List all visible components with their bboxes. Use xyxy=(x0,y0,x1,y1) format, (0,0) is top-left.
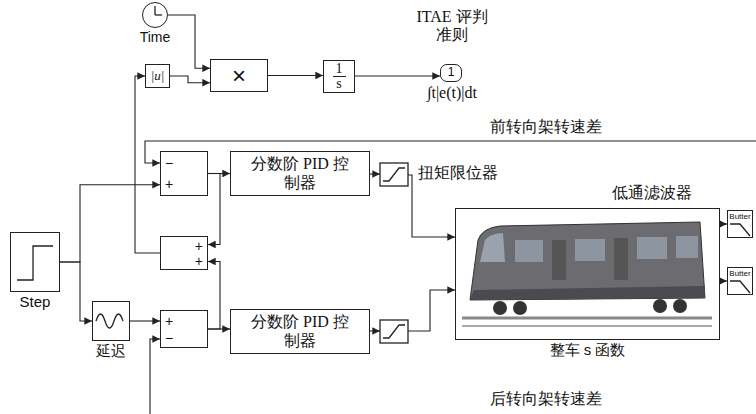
saturation-block xyxy=(380,320,408,343)
signal-wire xyxy=(355,75,440,76)
signal-wire xyxy=(135,76,160,253)
product-block: × xyxy=(210,59,268,92)
node-text: + xyxy=(195,254,203,268)
node-text: Step xyxy=(20,293,51,310)
signal-wire xyxy=(168,15,210,68)
feedback-wire xyxy=(145,141,756,163)
clock-hand xyxy=(155,14,162,15)
delay-block: 延迟 xyxy=(92,301,130,341)
annotation-label: 扭矩限位器 xyxy=(418,164,498,182)
signal-wire xyxy=(60,262,92,321)
annotation-label: ITAE 评判准则 xyxy=(412,8,492,45)
saturation-symbol xyxy=(383,325,405,338)
annotation-label: 后转向架转速差 xyxy=(490,390,602,408)
sum-block: +− xyxy=(160,310,208,348)
clock-source: Time xyxy=(142,2,168,28)
node-text: 延迟 xyxy=(96,342,126,359)
annotation-label: 前转向架转速差 xyxy=(490,118,602,136)
feedback-wire xyxy=(150,339,160,414)
node-text: Butter xyxy=(729,212,750,221)
sum-block: −+ xyxy=(160,151,208,196)
node-text: 1 xyxy=(333,62,346,77)
node-text: Butter xyxy=(729,269,750,278)
step-source: Step xyxy=(10,232,60,292)
node-text: Time xyxy=(140,29,171,45)
signal-wire xyxy=(720,223,727,224)
vehicle-sfunction: 整车 s 函数 xyxy=(455,208,720,340)
signal-wire xyxy=(130,320,160,321)
node-text: + xyxy=(165,177,173,191)
saturation-symbol xyxy=(383,168,405,181)
signal-wire xyxy=(208,262,220,330)
integrator-block: 1s xyxy=(323,60,355,93)
node-text: + xyxy=(195,239,203,253)
step-icon xyxy=(17,246,53,280)
filter-icon xyxy=(730,281,750,293)
output-port: 1 xyxy=(440,64,462,82)
filter-icon xyxy=(730,224,750,236)
lowpass-filter: Butter xyxy=(727,210,753,238)
wire xyxy=(408,290,455,331)
wire xyxy=(370,330,380,331)
node-text: 分数阶 PID 控制器 xyxy=(250,313,350,350)
node-text: − xyxy=(165,331,173,345)
annotation-label: ∫t|e(t)|dt xyxy=(402,84,502,102)
signal-wire xyxy=(170,76,210,83)
clock-hand xyxy=(154,6,155,15)
node-text: 分数阶 PID 控制器 xyxy=(250,155,350,192)
train-illustration xyxy=(462,222,712,326)
signal-wire xyxy=(208,174,220,245)
signal-wire xyxy=(208,328,230,329)
node-text: 整车 s 函数 xyxy=(550,341,626,358)
node-text: + xyxy=(165,314,173,328)
lowpass-filter: Butter xyxy=(727,267,753,295)
signal-wire xyxy=(720,280,727,281)
wire xyxy=(370,173,380,174)
abs-block: |u| xyxy=(145,64,170,88)
signal-wire xyxy=(60,185,160,262)
delay-icon xyxy=(96,314,123,328)
wire xyxy=(408,175,455,237)
signal-wire xyxy=(268,75,323,76)
node-text: − xyxy=(165,156,173,170)
sum-block: ++ xyxy=(160,236,208,270)
node-text: 1 xyxy=(448,66,455,80)
annotation-label: 低通滤波器 xyxy=(612,184,692,202)
controller-box: 分数阶 PID 控制器 xyxy=(230,309,370,354)
node-text: s xyxy=(333,77,344,91)
controller-box: 分数阶 PID 控制器 xyxy=(230,151,370,196)
node-text: × xyxy=(232,62,246,90)
saturation-block xyxy=(380,163,408,186)
node-text: |u| xyxy=(151,69,165,84)
